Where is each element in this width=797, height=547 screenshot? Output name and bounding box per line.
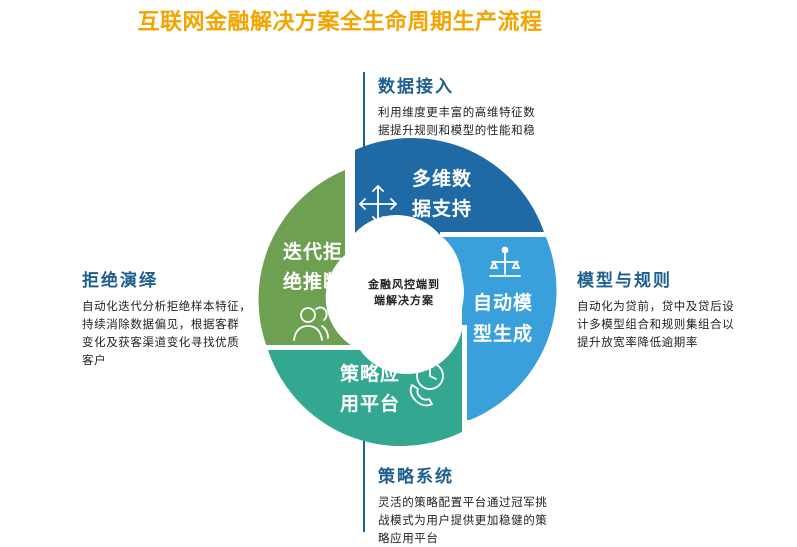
block-line: 提升放宽率降低逾期率 (577, 335, 698, 349)
block-model-rules: 模型与规则 自动化为贷前，贷中及贷后设 计多模型组合和规则集组合以 提升放宽率降… (577, 266, 777, 351)
segment-label: 多维数 (412, 167, 472, 190)
user-silhouette-icon (293, 306, 329, 341)
block-line: 计多模型组合和规则集组合以 (577, 317, 735, 331)
block-heading: 策略系统 (378, 467, 454, 487)
segment-strategy-platform (268, 330, 462, 447)
segment-reject-inference (258, 170, 360, 350)
connector-bar (363, 72, 365, 148)
segment-data-support (355, 137, 545, 235)
block-line: 变化及获客渠道变化寻找优质 (82, 335, 240, 349)
separator (440, 232, 550, 237)
segment-label: 用平台 (340, 392, 400, 415)
separator (262, 345, 362, 350)
block-line: 灵活的策略配置平台通过冠军挑 (378, 495, 548, 509)
block-line: 客户 (82, 353, 107, 367)
segment-label: 绝推断 (283, 270, 343, 293)
block-line: 利用维度更丰富的高维特征数 (378, 105, 536, 119)
segment-model-generation (440, 235, 557, 420)
segment-label: 型生成 (473, 322, 533, 345)
separator (462, 325, 467, 435)
page-title: 互联网金融解决方案全生命周期生产流程 (137, 10, 543, 35)
center-hub (344, 232, 464, 352)
center-label-line: 端解决方案 (374, 293, 434, 307)
block-body: 自动化迭代分析拒绝样本特征， 持续消除数据偏见，根据客群 变化及获客渠道变化寻找… (82, 297, 272, 369)
block-heading: 数据接入 (378, 77, 454, 97)
move-arrows-icon (359, 185, 397, 223)
block-data-access: 数据接入 利用维度更丰富的高维特征数 据提升规则和模型的性能和稳 定性 (378, 72, 578, 157)
block-reject-inference: 拒绝演绎 自动化迭代分析拒绝样本特征， 持续消除数据偏见，根据客群 变化及获客渠… (82, 266, 272, 369)
block-heading: 拒绝演绎 (82, 271, 158, 291)
center-label-line: 金融风控端到 (367, 277, 440, 291)
connector-bar (363, 432, 365, 532)
block-line: 持续消除数据偏见，根据客群 (82, 317, 240, 331)
block-line: 自动化迭代分析拒绝样本特征， (82, 299, 252, 313)
segment-label: 策略应 (340, 362, 400, 385)
block-line: 战模式为用户提供更加稳健的策 (378, 513, 548, 527)
block-body: 自动化为贷前，贷中及贷后设 计多模型组合和规则集组合以 提升放宽率降低逾期率 (577, 297, 777, 351)
segment-label: 自动模 (473, 291, 533, 314)
phone-clock-icon (409, 362, 444, 407)
segment-label: 据支持 (412, 197, 472, 220)
scale-balance-icon (489, 246, 521, 277)
block-line: 自动化为贷前，贷中及贷后设 (577, 299, 735, 313)
block-line: 据提升规则和模型的性能和稳 (378, 123, 536, 137)
segment-label: 迭代拒 (283, 241, 343, 263)
block-heading: 模型与规则 (577, 271, 672, 291)
separator (350, 150, 355, 250)
